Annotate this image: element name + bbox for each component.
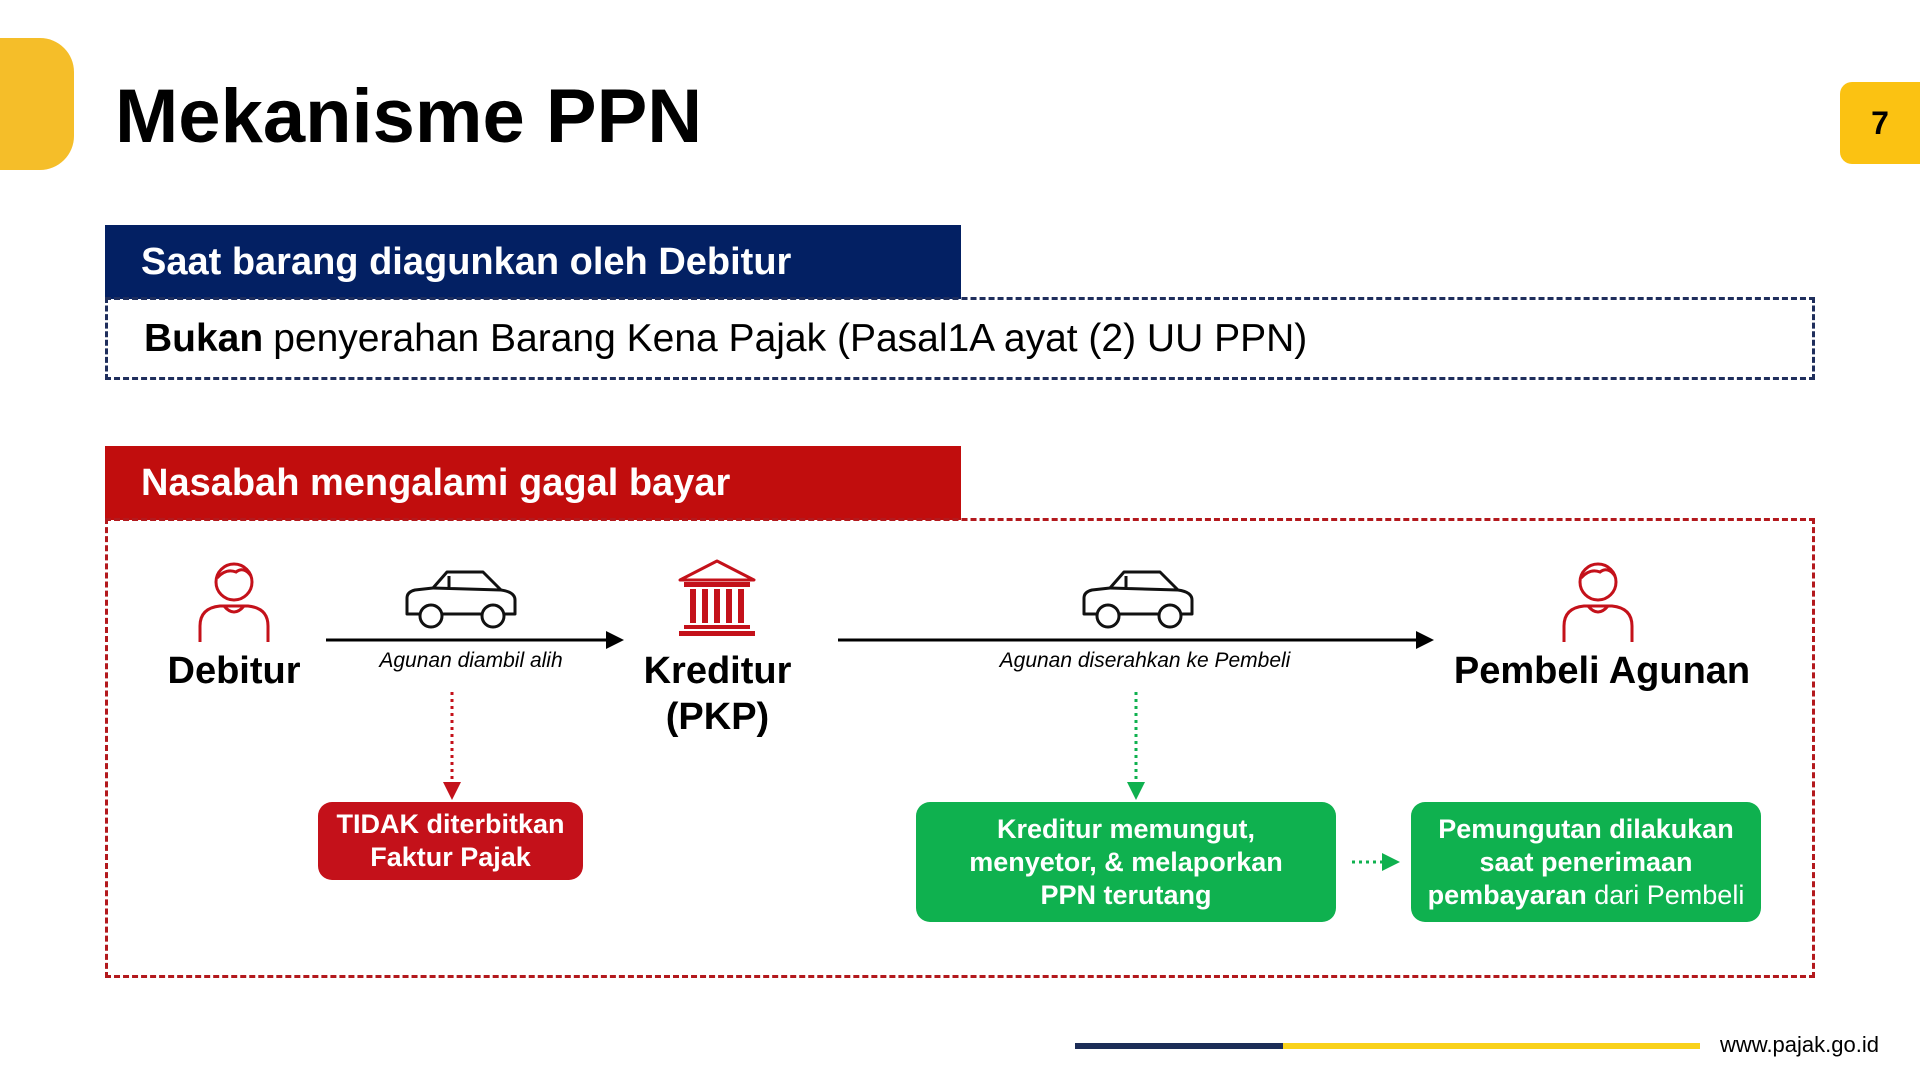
note-pemungutan: Pemungutan dilakukan saat penerimaan pem… [1411, 802, 1761, 922]
section2-header: Nasabah mengalami gagal bayar [105, 446, 961, 520]
actor-debitur: Debitur [167, 650, 301, 692]
corner-accent-tab [0, 38, 74, 170]
caption-agunan-diserahkan: Agunan diserahkan ke Pembeli [999, 649, 1291, 672]
bank-icon [678, 559, 756, 636]
note-pemungutan-rest: dari Pembeli [1594, 879, 1745, 910]
footer-bar-yellow [1283, 1043, 1700, 1049]
footer-url: www.pajak.go.id [1720, 1032, 1879, 1057]
note-pemungutan-bold: pembayaran [1427, 879, 1587, 910]
dotted-arrow-green [1127, 692, 1145, 800]
note-kreditur-memungut: Kreditur memungut, menyetor, & melaporka… [916, 802, 1336, 922]
note-kreditur-line1: Kreditur memungut, [996, 813, 1255, 844]
debitur-person-icon [198, 562, 270, 642]
section2-box [105, 518, 1815, 978]
actor-kreditur: Kreditur (PKP) [610, 648, 825, 740]
page-title: Mekanisme PPN [115, 74, 703, 159]
section1-box: Bukan penyerahan Barang Kena Pajak (Pasa… [105, 297, 1815, 380]
car-icon [1082, 570, 1194, 629]
actor-kreditur-line1: Kreditur [643, 650, 792, 692]
pembeli-person-icon [1562, 562, 1634, 642]
note-pemungutan-line1: Pemungutan dilakukan [1438, 813, 1734, 844]
section1-body-bold: Bukan [144, 316, 264, 360]
dotted-arrow-red [443, 692, 461, 800]
note-no-faktur-line1: TIDAK diterbitkan [336, 809, 565, 839]
note-pemungutan-line3: pembayaran dari Pembeli [1428, 879, 1745, 912]
page-number: 7 [1871, 104, 1889, 141]
page-number-badge: 7 [1840, 82, 1920, 164]
actor-pembeli: Pembeli Agunan [1453, 650, 1751, 692]
note-pemungutan-line2: saat penerimaan [1479, 846, 1693, 877]
arrow-kreditur-to-pembeli [838, 631, 1434, 649]
note-no-faktur-line2: Faktur Pajak [370, 842, 531, 872]
caption-agunan-diambil-alih: Agunan diambil alih [379, 649, 563, 672]
actor-kreditur-line2: (PKP) [665, 696, 770, 738]
car-icon [405, 570, 517, 629]
note-kreditur-line3: PPN terutang [1040, 879, 1212, 910]
section1-header: Saat barang diagunkan oleh Debitur [105, 225, 961, 299]
dotted-arrow-right-green [1352, 853, 1400, 871]
note-no-faktur: TIDAK diterbitkan Faktur Pajak [318, 802, 583, 880]
arrow-debitur-to-kreditur [326, 631, 624, 649]
note-kreditur-line2: menyetor, & melaporkan [969, 846, 1283, 877]
section1-body-text: penyerahan Barang Kena Pajak (Pasal1A ay… [273, 316, 1308, 360]
footer-bar-navy [1075, 1043, 1283, 1049]
